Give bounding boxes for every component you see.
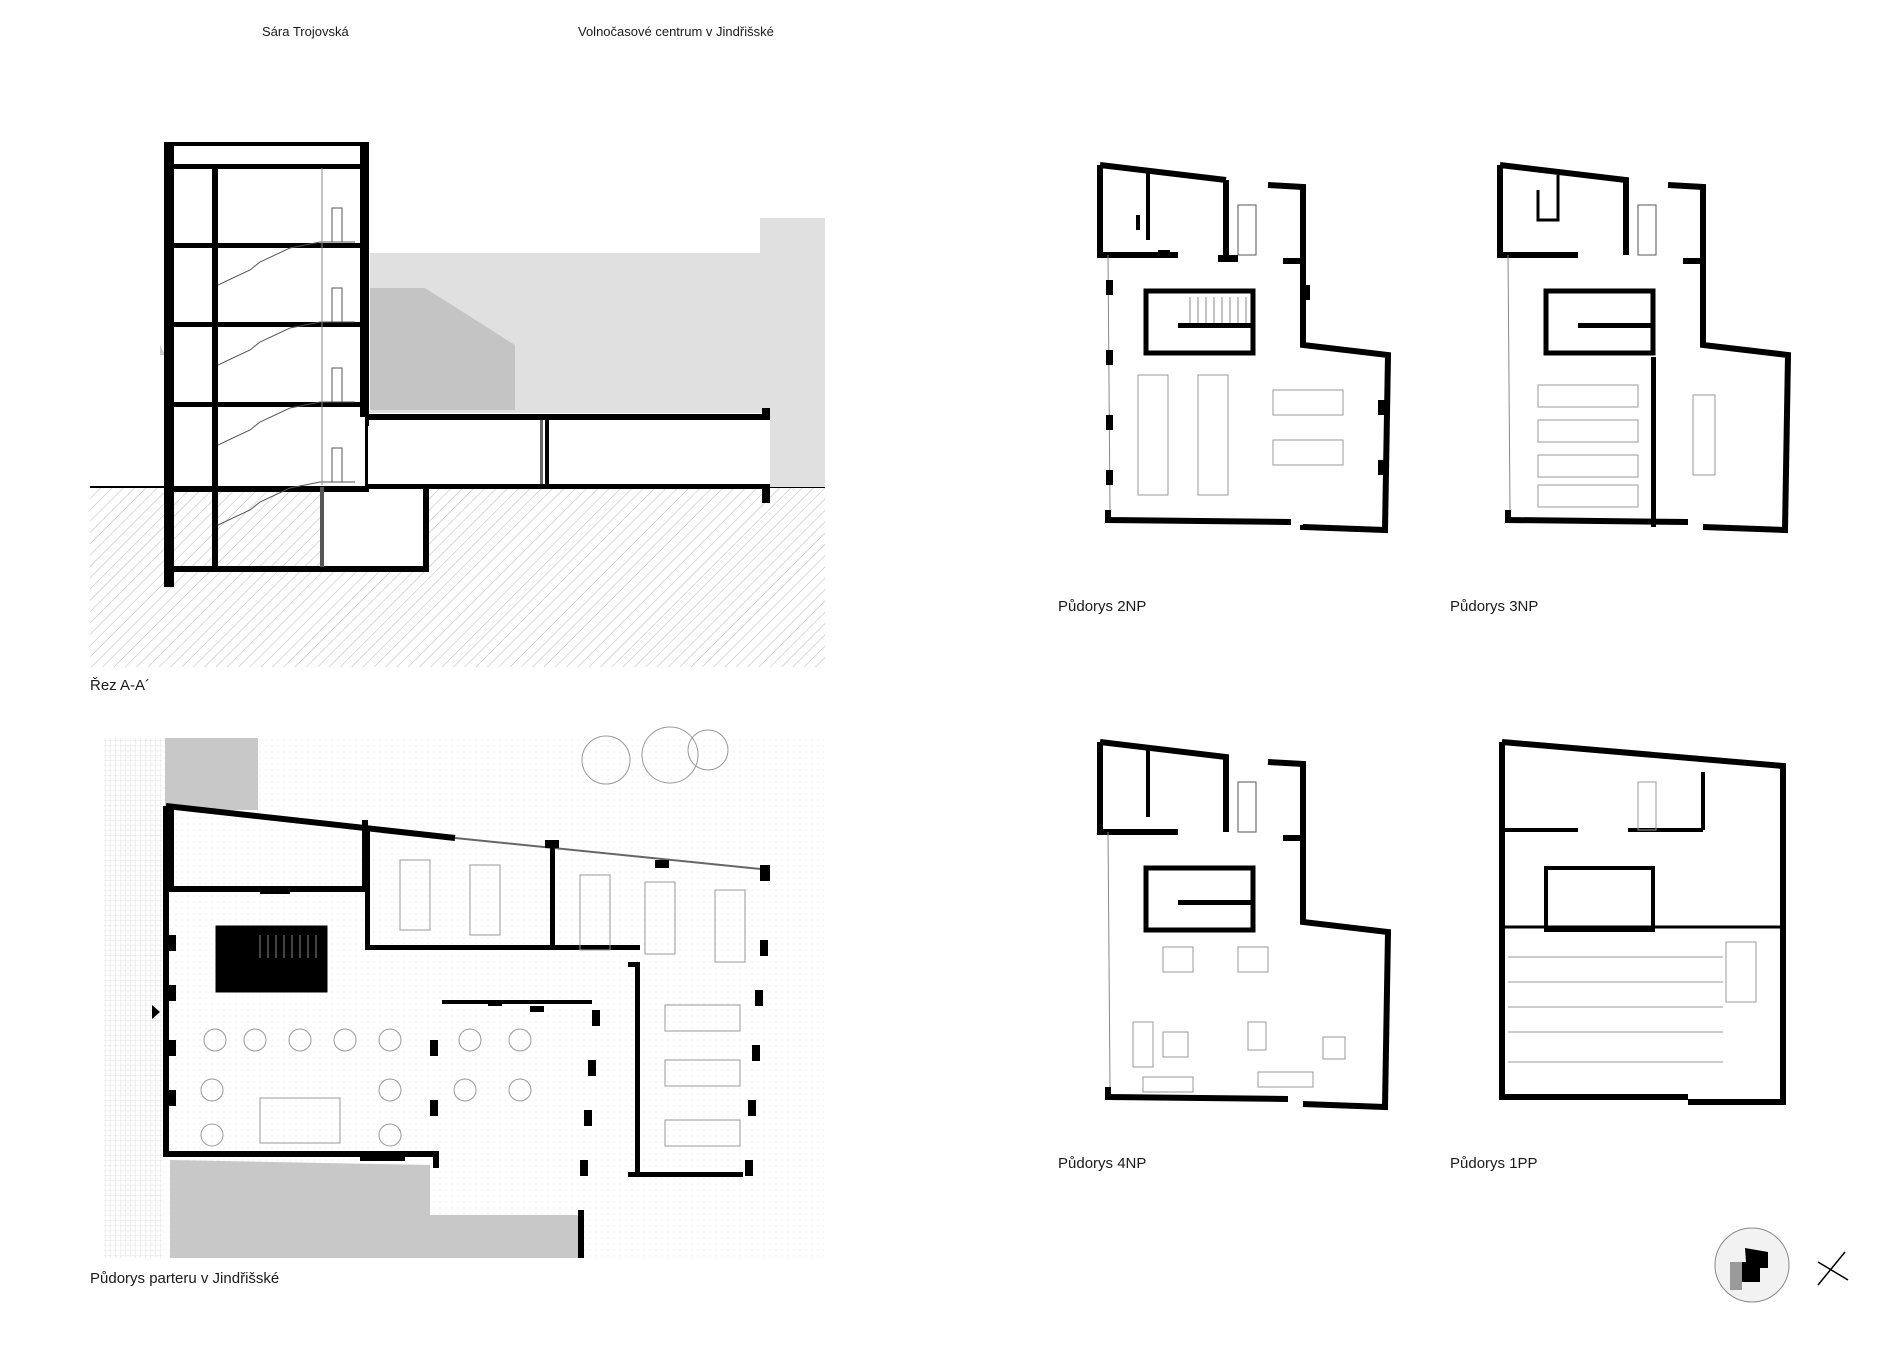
author-name: Sára Trojovská — [262, 24, 349, 39]
ground-hatch — [90, 487, 825, 667]
section-drawing — [90, 142, 825, 667]
sidewalk-paving — [104, 738, 162, 1258]
neighbour-courtyard — [170, 1160, 578, 1258]
floor-3-label: Půdorys 3NP — [1450, 598, 1539, 615]
floor-2-label: Půdorys 2NP — [1058, 598, 1147, 615]
neighbour-roof — [370, 288, 515, 410]
floor-2-plan — [1097, 162, 1392, 534]
neighbour-block — [165, 738, 258, 810]
site-location-icon — [1714, 1227, 1790, 1303]
floor-4-plan — [1097, 739, 1392, 1111]
section-label: Řez A-A´ — [90, 677, 151, 694]
ground-floor-plan — [104, 726, 824, 1258]
ground-floor-label: Půdorys parteru v Jindřišské — [90, 1270, 280, 1287]
floor-4-label: Půdorys 4NP — [1058, 1155, 1147, 1172]
basement-label: Půdorys 1PP — [1450, 1155, 1538, 1172]
north-arrow-icon — [1817, 1251, 1849, 1286]
tree-icon — [641, 726, 699, 784]
tree-icon — [581, 735, 631, 785]
basement-plan — [1499, 739, 1786, 1105]
floor-3-plan — [1497, 162, 1792, 534]
entrance-arrow-icon — [152, 1005, 160, 1019]
project-title: Volnočasové centrum v Jindřišské — [578, 24, 774, 39]
